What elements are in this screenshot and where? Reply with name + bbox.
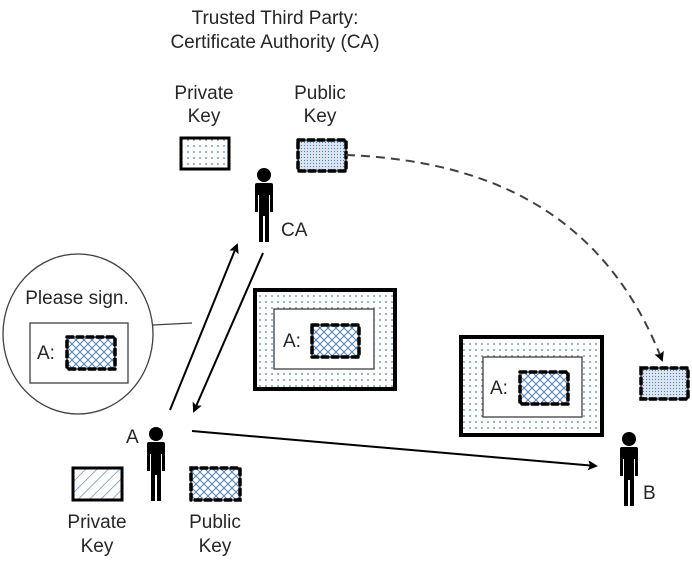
ca-person: CA [255,168,308,242]
a-public-key-icon [189,466,242,502]
signing-request-bubble: Please sign. A: [2,253,193,415]
request-public-key-icon [65,335,117,371]
title-line-1: Trusted Third Party: [192,8,359,29]
request-arrow-a-to-ca [169,243,239,411]
ca-public-key: Public Key [294,83,348,173]
certificate-arrow-a-to-b [191,430,598,471]
person-icon [147,427,165,501]
a-private-key-label-1: Private [67,512,126,533]
ca-private-key-label-1: Private [174,83,233,104]
certificate-public-key-icon [518,370,570,406]
bubble-connector [152,322,193,326]
person-a: A [126,427,165,501]
person-b-label: B [643,483,656,504]
bubble-text: Please sign. [25,288,129,309]
public-key-distribution-arrow [345,154,664,362]
a-private-key: Private Key [67,466,127,557]
ca-private-key: Private Key [174,83,234,171]
certificate-at-b: A: [459,335,604,437]
certificate-label: A: [283,331,301,352]
a-private-key-label-2: Key [81,536,114,557]
person-b: B [620,432,656,506]
ca-public-key-label-2: Key [304,106,337,127]
certificate-in-transit: A: [253,288,397,391]
person-icon [255,168,273,242]
person-icon [620,432,638,506]
a-public-key-label-2: Key [199,536,232,557]
a-public-key: Public Key [189,466,242,557]
ca-public-key-icon [296,138,348,173]
request-document-label: A: [37,343,55,364]
a-public-key-label-1: Public [189,512,241,533]
title-line-2: Certificate Authority (CA) [170,32,379,53]
ca-public-key-label-1: Public [294,83,346,104]
ca-private-key-label-2: Key [188,106,221,127]
person-a-label: A [126,427,139,448]
response-arrow-ca-to-a [192,252,264,413]
certificate-public-key-icon [310,323,361,359]
ca-person-label: CA [281,220,308,241]
a-private-key-icon [71,466,124,502]
ca-private-key-icon [179,136,231,171]
b-ca-public-key-icon [639,366,690,401]
certificate-label: A: [490,378,508,399]
